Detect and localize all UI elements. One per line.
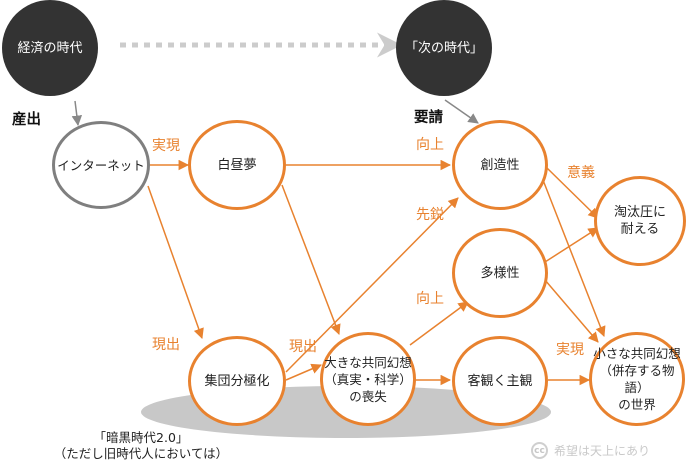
label-emerge-2: 現出 [289,339,317,355]
node-daydream: 白昼夢 [188,120,286,210]
node-diversity: 多様性 [452,228,548,318]
label-realize-1: 実現 [152,138,180,154]
watermark-text: 希望は天上にあり [554,444,651,458]
node-endure: 淘汰圧に 耐える [594,176,686,266]
node-small-fantasy: 小さな共同幻想 （併存する物語） の世界 [589,332,685,426]
node-next-era: 「次の時代」 [396,0,492,96]
label-improve-2: 向上 [416,291,444,307]
node-subjectivity: 客観く主観 [452,336,548,426]
label-meaning: 意義 [567,165,595,181]
cc-license-icon: cc [531,442,548,459]
edge-creativity-small [542,179,606,337]
edge-daydream-fantasy [281,184,341,335]
edge-diversity-endure [544,227,599,263]
node-loss-of-fantasy: 大きな共同幻想 （真実・科学） の喪失 [320,332,416,426]
watermark: cc 希望は天上にあり [531,442,650,459]
edge-nextera-creativity [444,99,479,124]
label-produce: 産出 [12,112,41,128]
label-pioneer: 先鋭 [416,207,444,223]
edge-diversity-small [544,279,599,343]
edge-economy-internet [71,100,83,127]
edge-creativity-endure [546,167,599,219]
caption-dark-age: 「暗黒時代2.0」 （ただし旧時代人においては） [53,430,229,461]
edge-fantasy-diversity [409,301,469,346]
node-internet: インターネット [52,121,150,209]
node-economy: 経済の時代 [2,0,98,96]
edge-polarization-creativity [285,197,459,373]
label-request: 要請 [414,110,443,126]
node-polarization: 集団分極化 [188,336,286,426]
label-improve-1: 向上 [416,137,444,153]
edge-polarization-fantasy [285,363,322,381]
edge-internet-polarization [147,185,204,339]
label-realize-2: 実現 [556,342,584,358]
node-creativity: 創造性 [452,120,548,210]
label-emerge-1: 現出 [152,337,180,353]
